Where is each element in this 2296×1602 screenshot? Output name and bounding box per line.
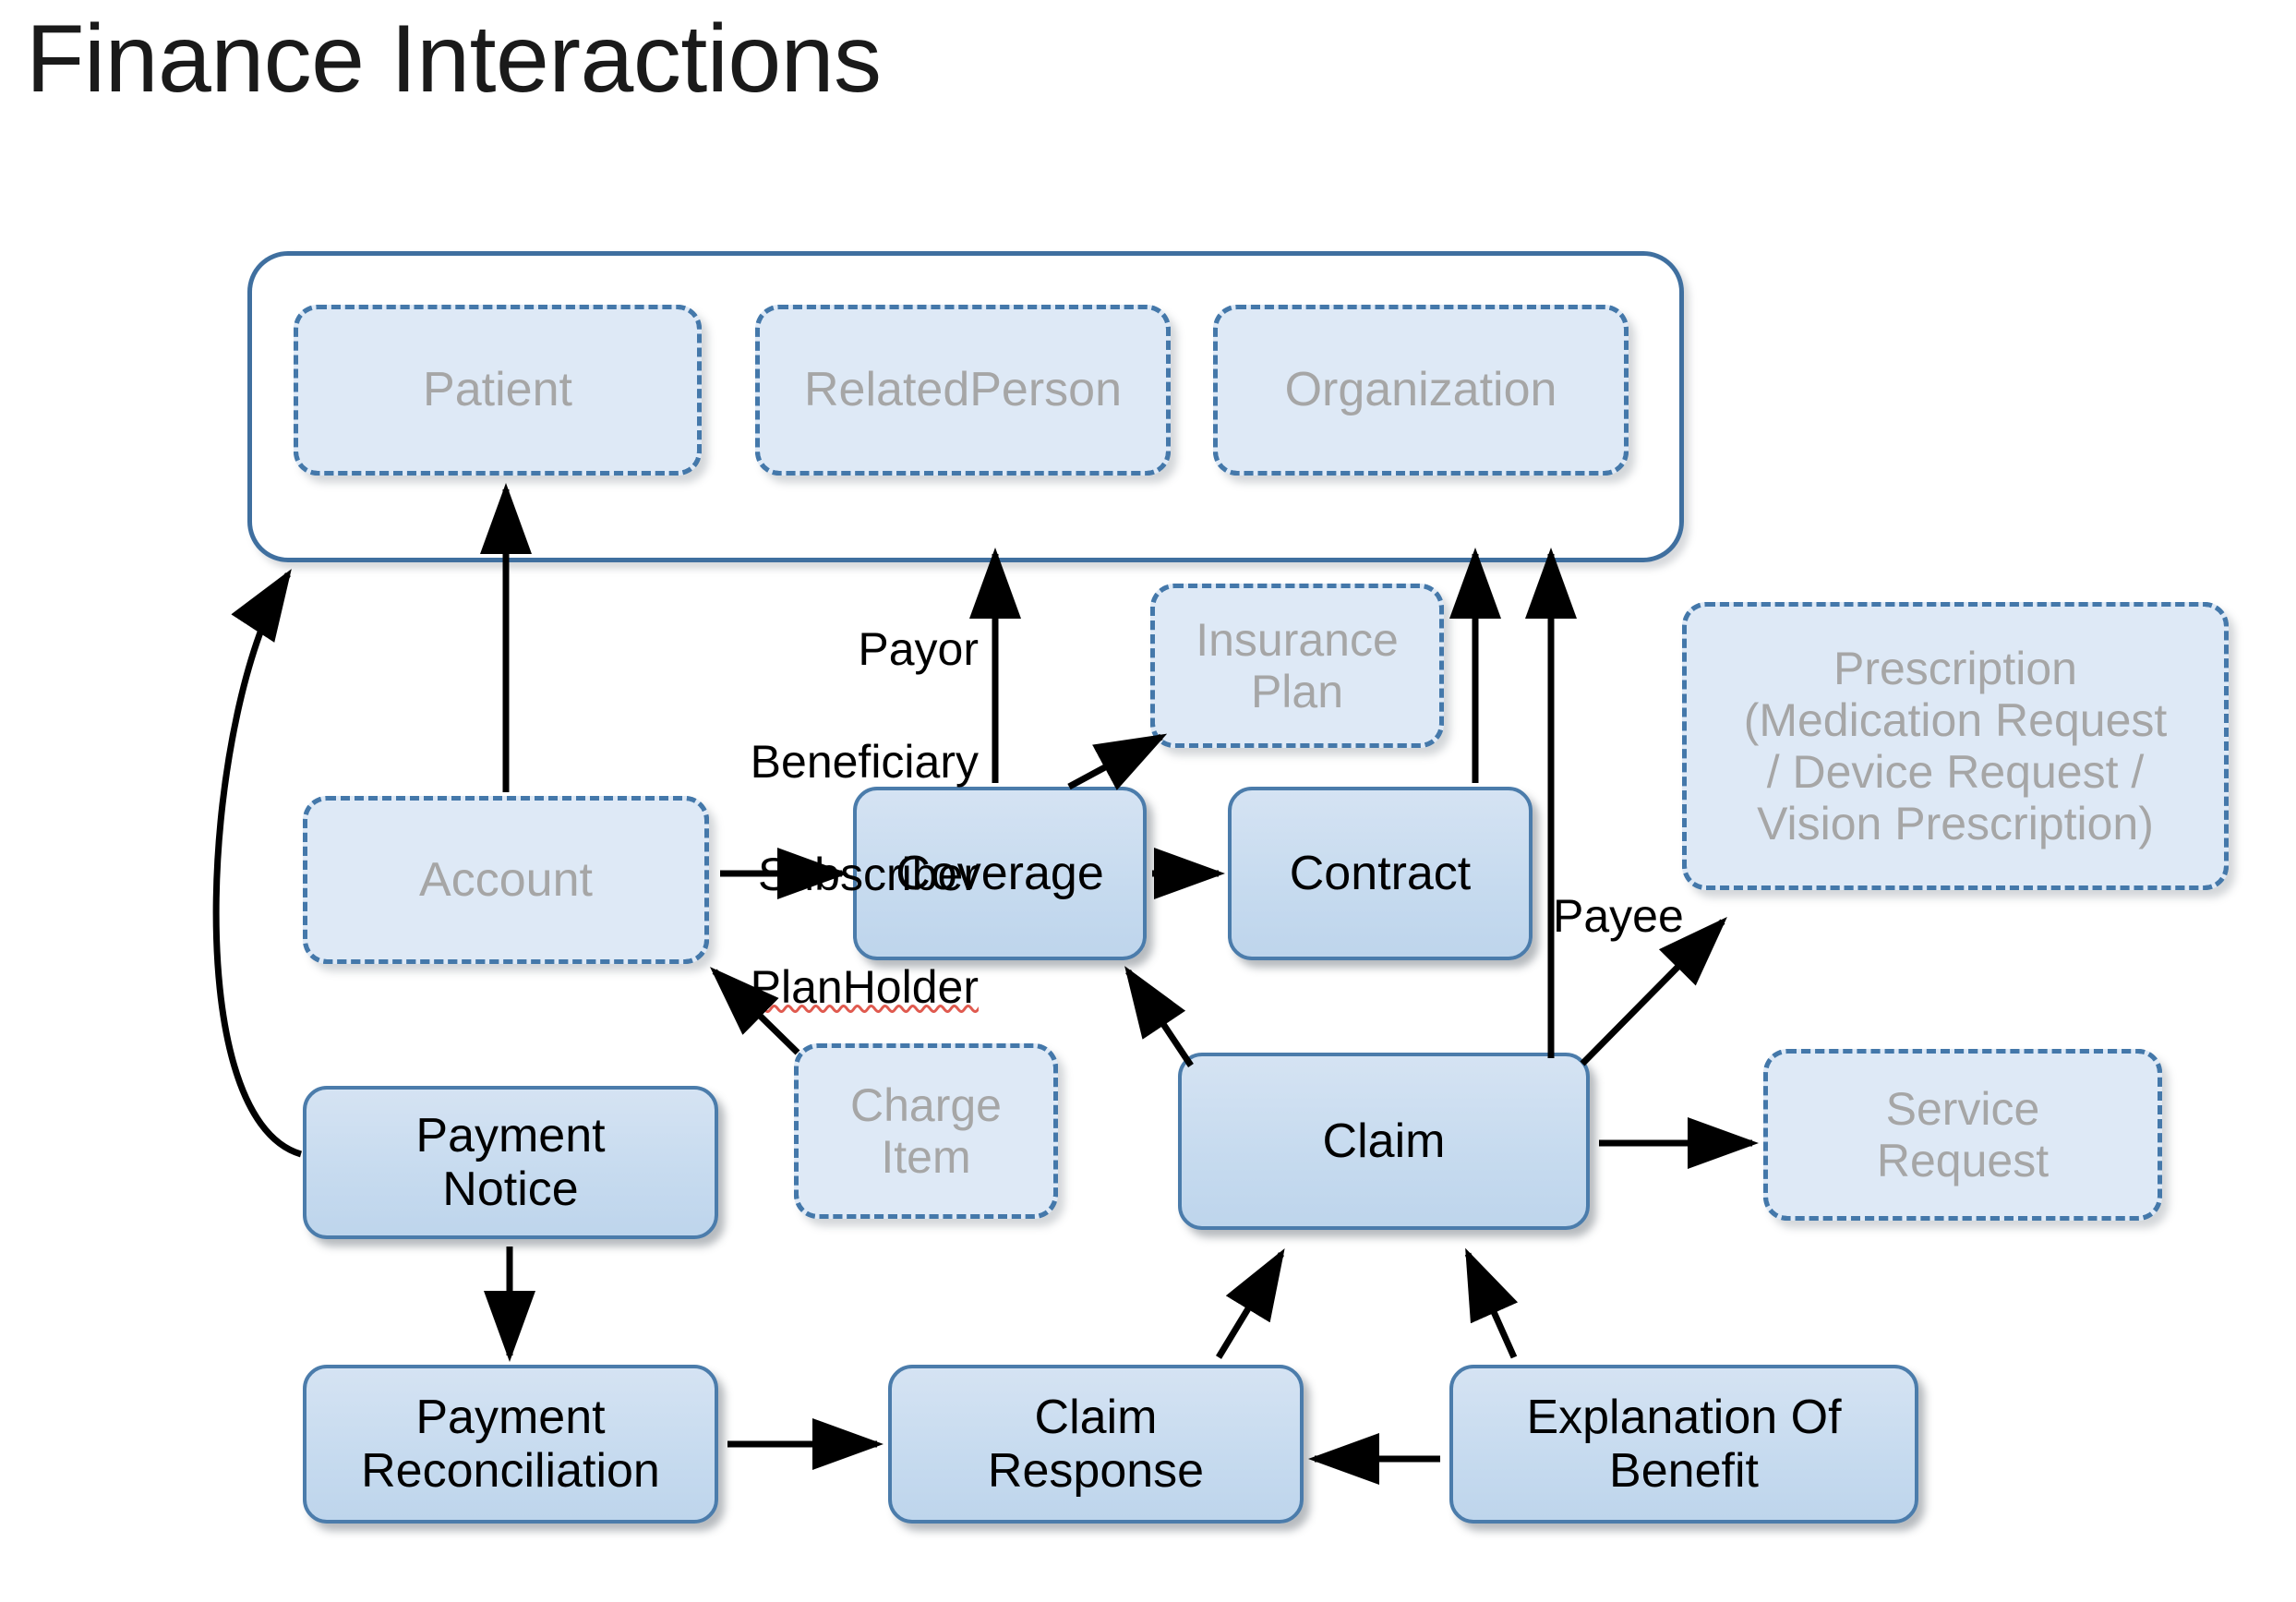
node-coverage[interactable]: Coverage — [853, 787, 1147, 960]
node-claim-response[interactable]: Claim Response — [888, 1365, 1304, 1524]
page-title: Finance Interactions — [26, 6, 882, 113]
node-contract[interactable]: Contract — [1228, 787, 1533, 960]
edge-eob-to-claim — [1464, 1247, 1519, 1359]
node-account[interactable]: Account — [303, 796, 709, 964]
node-charge-item[interactable]: Charge Item — [794, 1043, 1058, 1219]
node-claim[interactable]: Claim — [1178, 1053, 1590, 1230]
node-organization[interactable]: Organization — [1213, 305, 1629, 476]
node-explanation-of-benefit[interactable]: Explanation Of Benefit — [1449, 1365, 1918, 1524]
node-service-request[interactable]: Service Request — [1763, 1049, 2162, 1221]
node-payment-reconciliation[interactable]: Payment Reconciliation — [303, 1365, 718, 1524]
node-patient[interactable]: Patient — [294, 305, 702, 476]
edge-label-subscriber: Subscriber — [758, 849, 979, 900]
edge-label-beneficiary: Beneficiary — [750, 736, 979, 788]
edge-label-payor: Payor — [858, 623, 979, 675]
node-payment-notice[interactable]: Payment Notice — [303, 1086, 718, 1239]
edge-claim-to-coverage — [1124, 966, 1194, 1067]
edge-coverage-to-insurance-plan — [1067, 733, 1168, 790]
node-relatedperson[interactable]: RelatedPerson — [755, 305, 1171, 476]
node-insurance-plan[interactable]: Insurance Plan — [1150, 584, 1444, 748]
node-prescription[interactable]: Prescription (Medication Request / Devic… — [1682, 602, 2229, 890]
edge-claimresponse-to-claim — [1216, 1248, 1285, 1359]
edge-paymentnotice-to-actors-group — [212, 569, 302, 1158]
edge-label-planholder: PlanHolder — [750, 961, 979, 1013]
actors-group-container — [247, 251, 1684, 562]
edge-label-coverage-roles: Payor Beneficiary Subscriber PlanHolder — [702, 565, 979, 1016]
edge-label-payee: Payee — [1553, 890, 1684, 942]
